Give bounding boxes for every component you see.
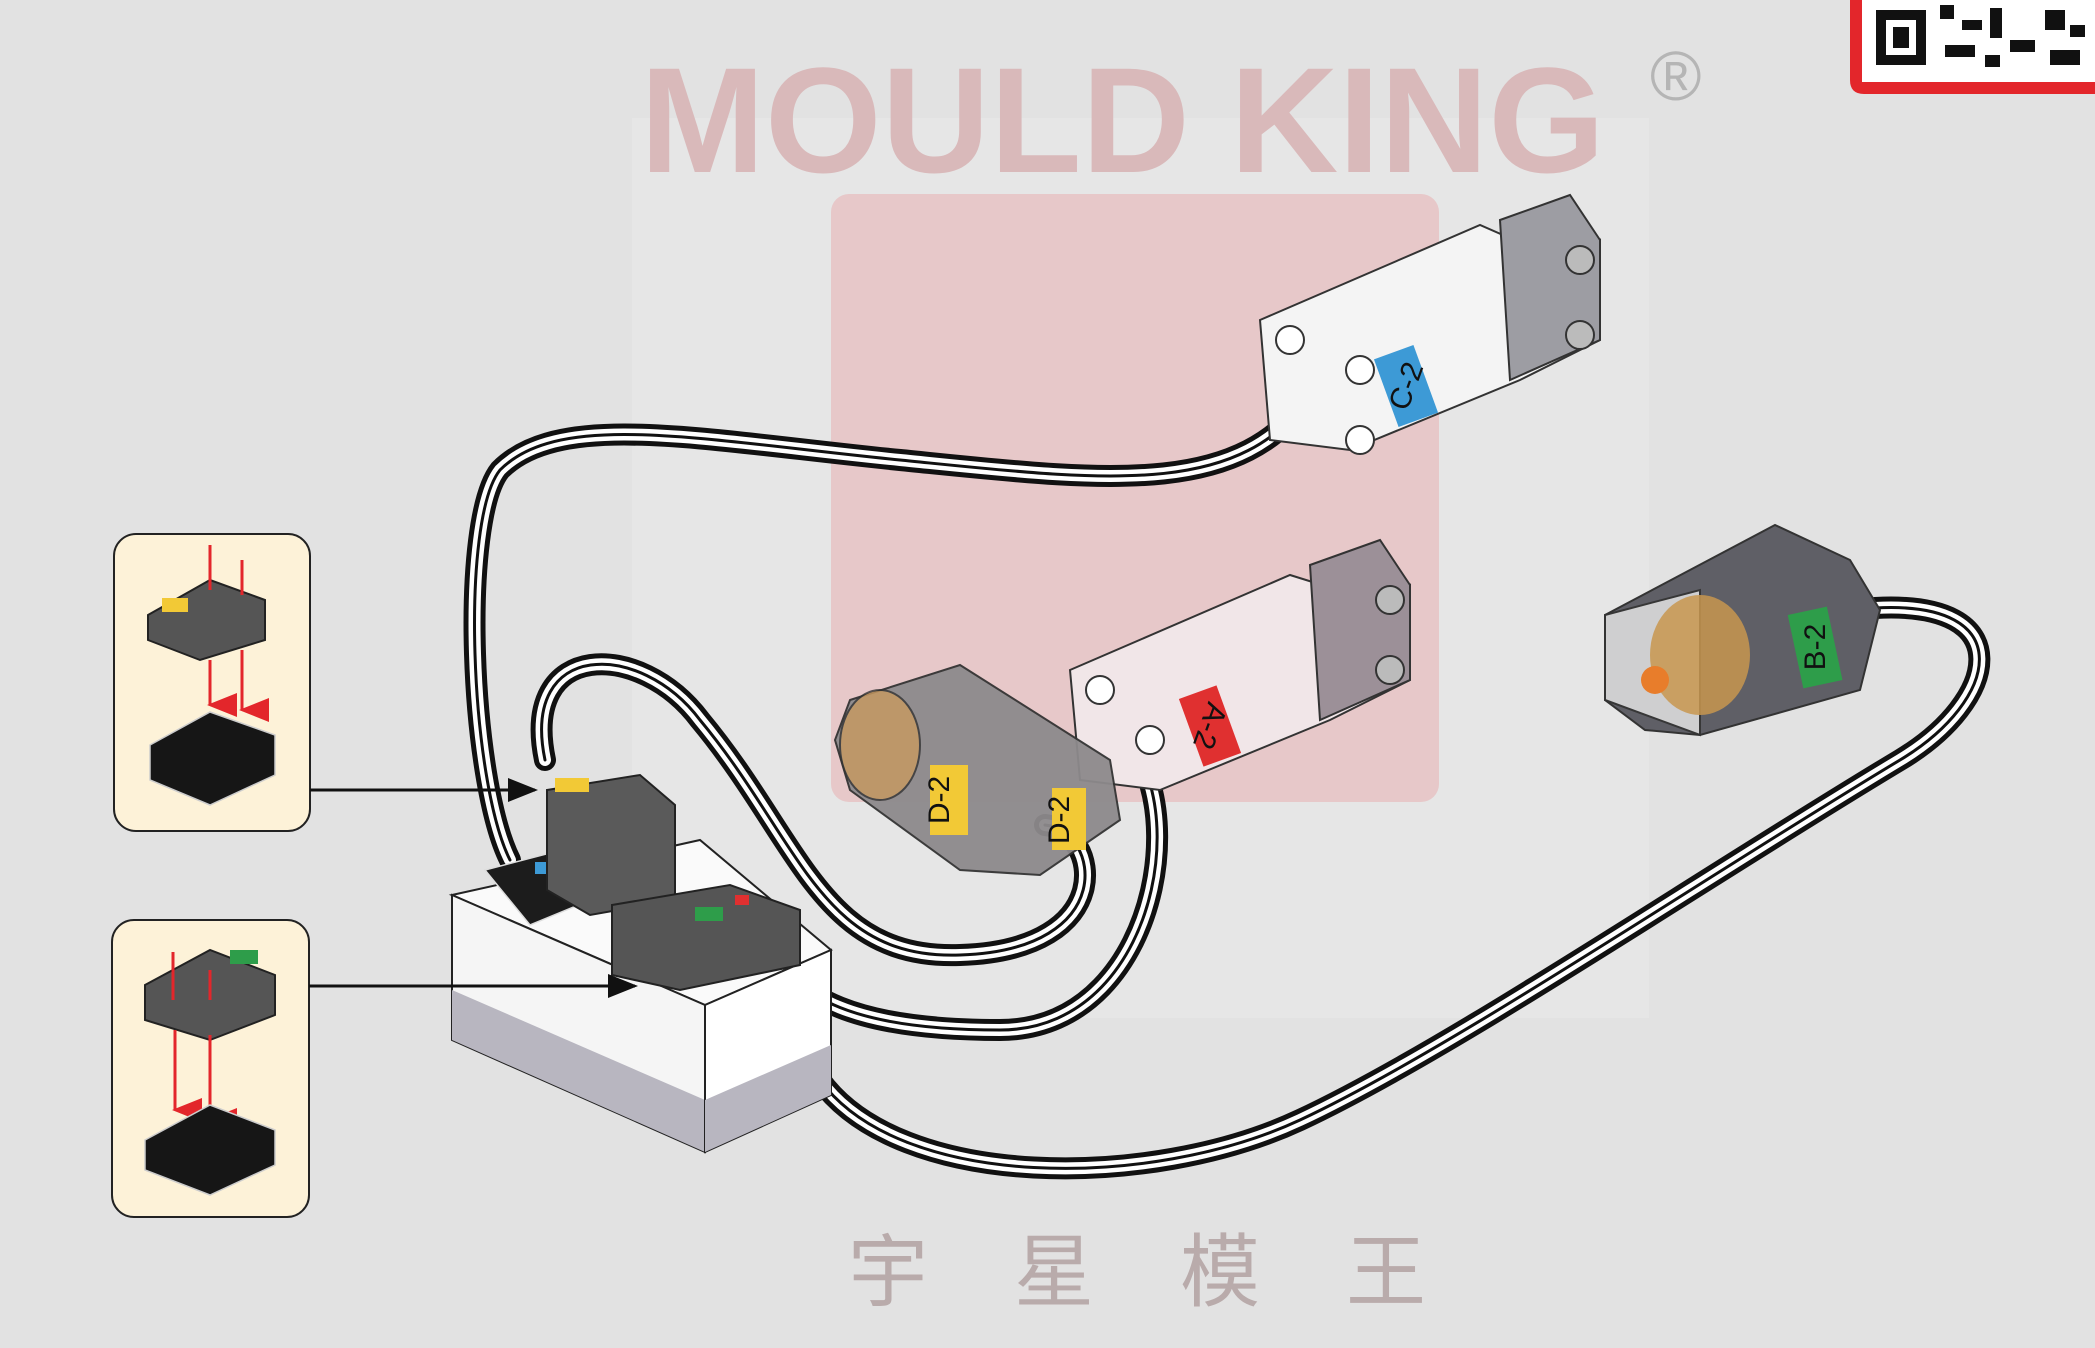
- cable-d2: [530, 653, 1097, 967]
- registered-mark: ®: [1650, 37, 1702, 115]
- motor-a2: A-2: [1068, 538, 1411, 792]
- watermark-cn-4: 王: [1346, 1226, 1426, 1319]
- receiver-d: [546, 773, 676, 917]
- motor-d2: D-2 D-2: [833, 663, 1122, 877]
- motor-b2: B-2: [1604, 523, 1882, 737]
- watermark-cn-2: 星: [1014, 1226, 1094, 1319]
- watermark-brand-1: MOULD: [640, 36, 1190, 204]
- callout-b2: [111, 919, 310, 1218]
- hub-port-d2: [555, 778, 589, 792]
- motor-c2: C-2: [1258, 193, 1601, 455]
- watermark: MOULD KING ® 宇 星 模 王: [640, 36, 1702, 1319]
- hub-port-a2: [735, 895, 749, 905]
- callout-d2: [113, 533, 311, 832]
- hub: [448, 773, 833, 1154]
- watermark-cn-3: 模: [1180, 1226, 1260, 1319]
- qr-code[interactable]: [1850, 0, 2095, 94]
- motor-label-d2: D-2: [923, 776, 956, 824]
- callout-port-label: [230, 950, 258, 964]
- motor-label-b2: B-2: [1799, 624, 1832, 671]
- cable-c2: [463, 384, 1321, 871]
- watermark-cn-1: 宇: [848, 1226, 928, 1319]
- motor-label-d2-end: D-2: [1043, 796, 1076, 844]
- hub-port-b2: [695, 907, 723, 921]
- watermark-brand-2: KING: [1230, 36, 1605, 204]
- callout-port-label: [162, 598, 188, 612]
